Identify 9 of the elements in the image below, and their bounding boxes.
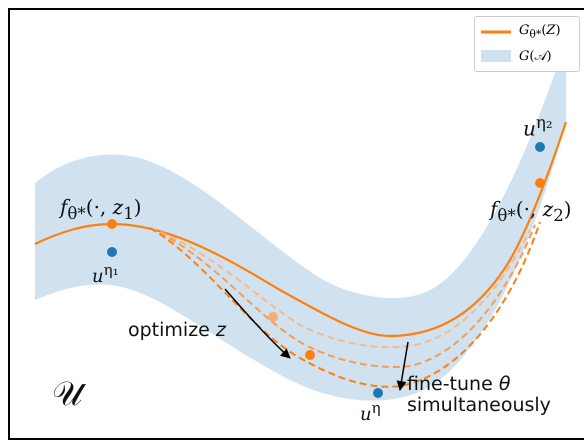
legend-text: G(𝒜) <box>519 48 552 64</box>
math-label: u$^{η₂}$ <box>523 114 553 140</box>
legend-text: G$_{θ*}$(Z) <box>519 23 561 41</box>
math-label: f$_{θ*}$(·, z$_{1}$) <box>60 196 142 224</box>
math-label: f$_{θ*}$(·, z$_{2}$) <box>490 198 572 226</box>
math-label: u$^{η}$ <box>360 400 381 425</box>
annotation-text: fine-tune θ simultaneously <box>407 374 552 416</box>
annotation-text: optimize z <box>128 320 226 341</box>
math-label: u$^{η₁}$ <box>92 262 119 287</box>
